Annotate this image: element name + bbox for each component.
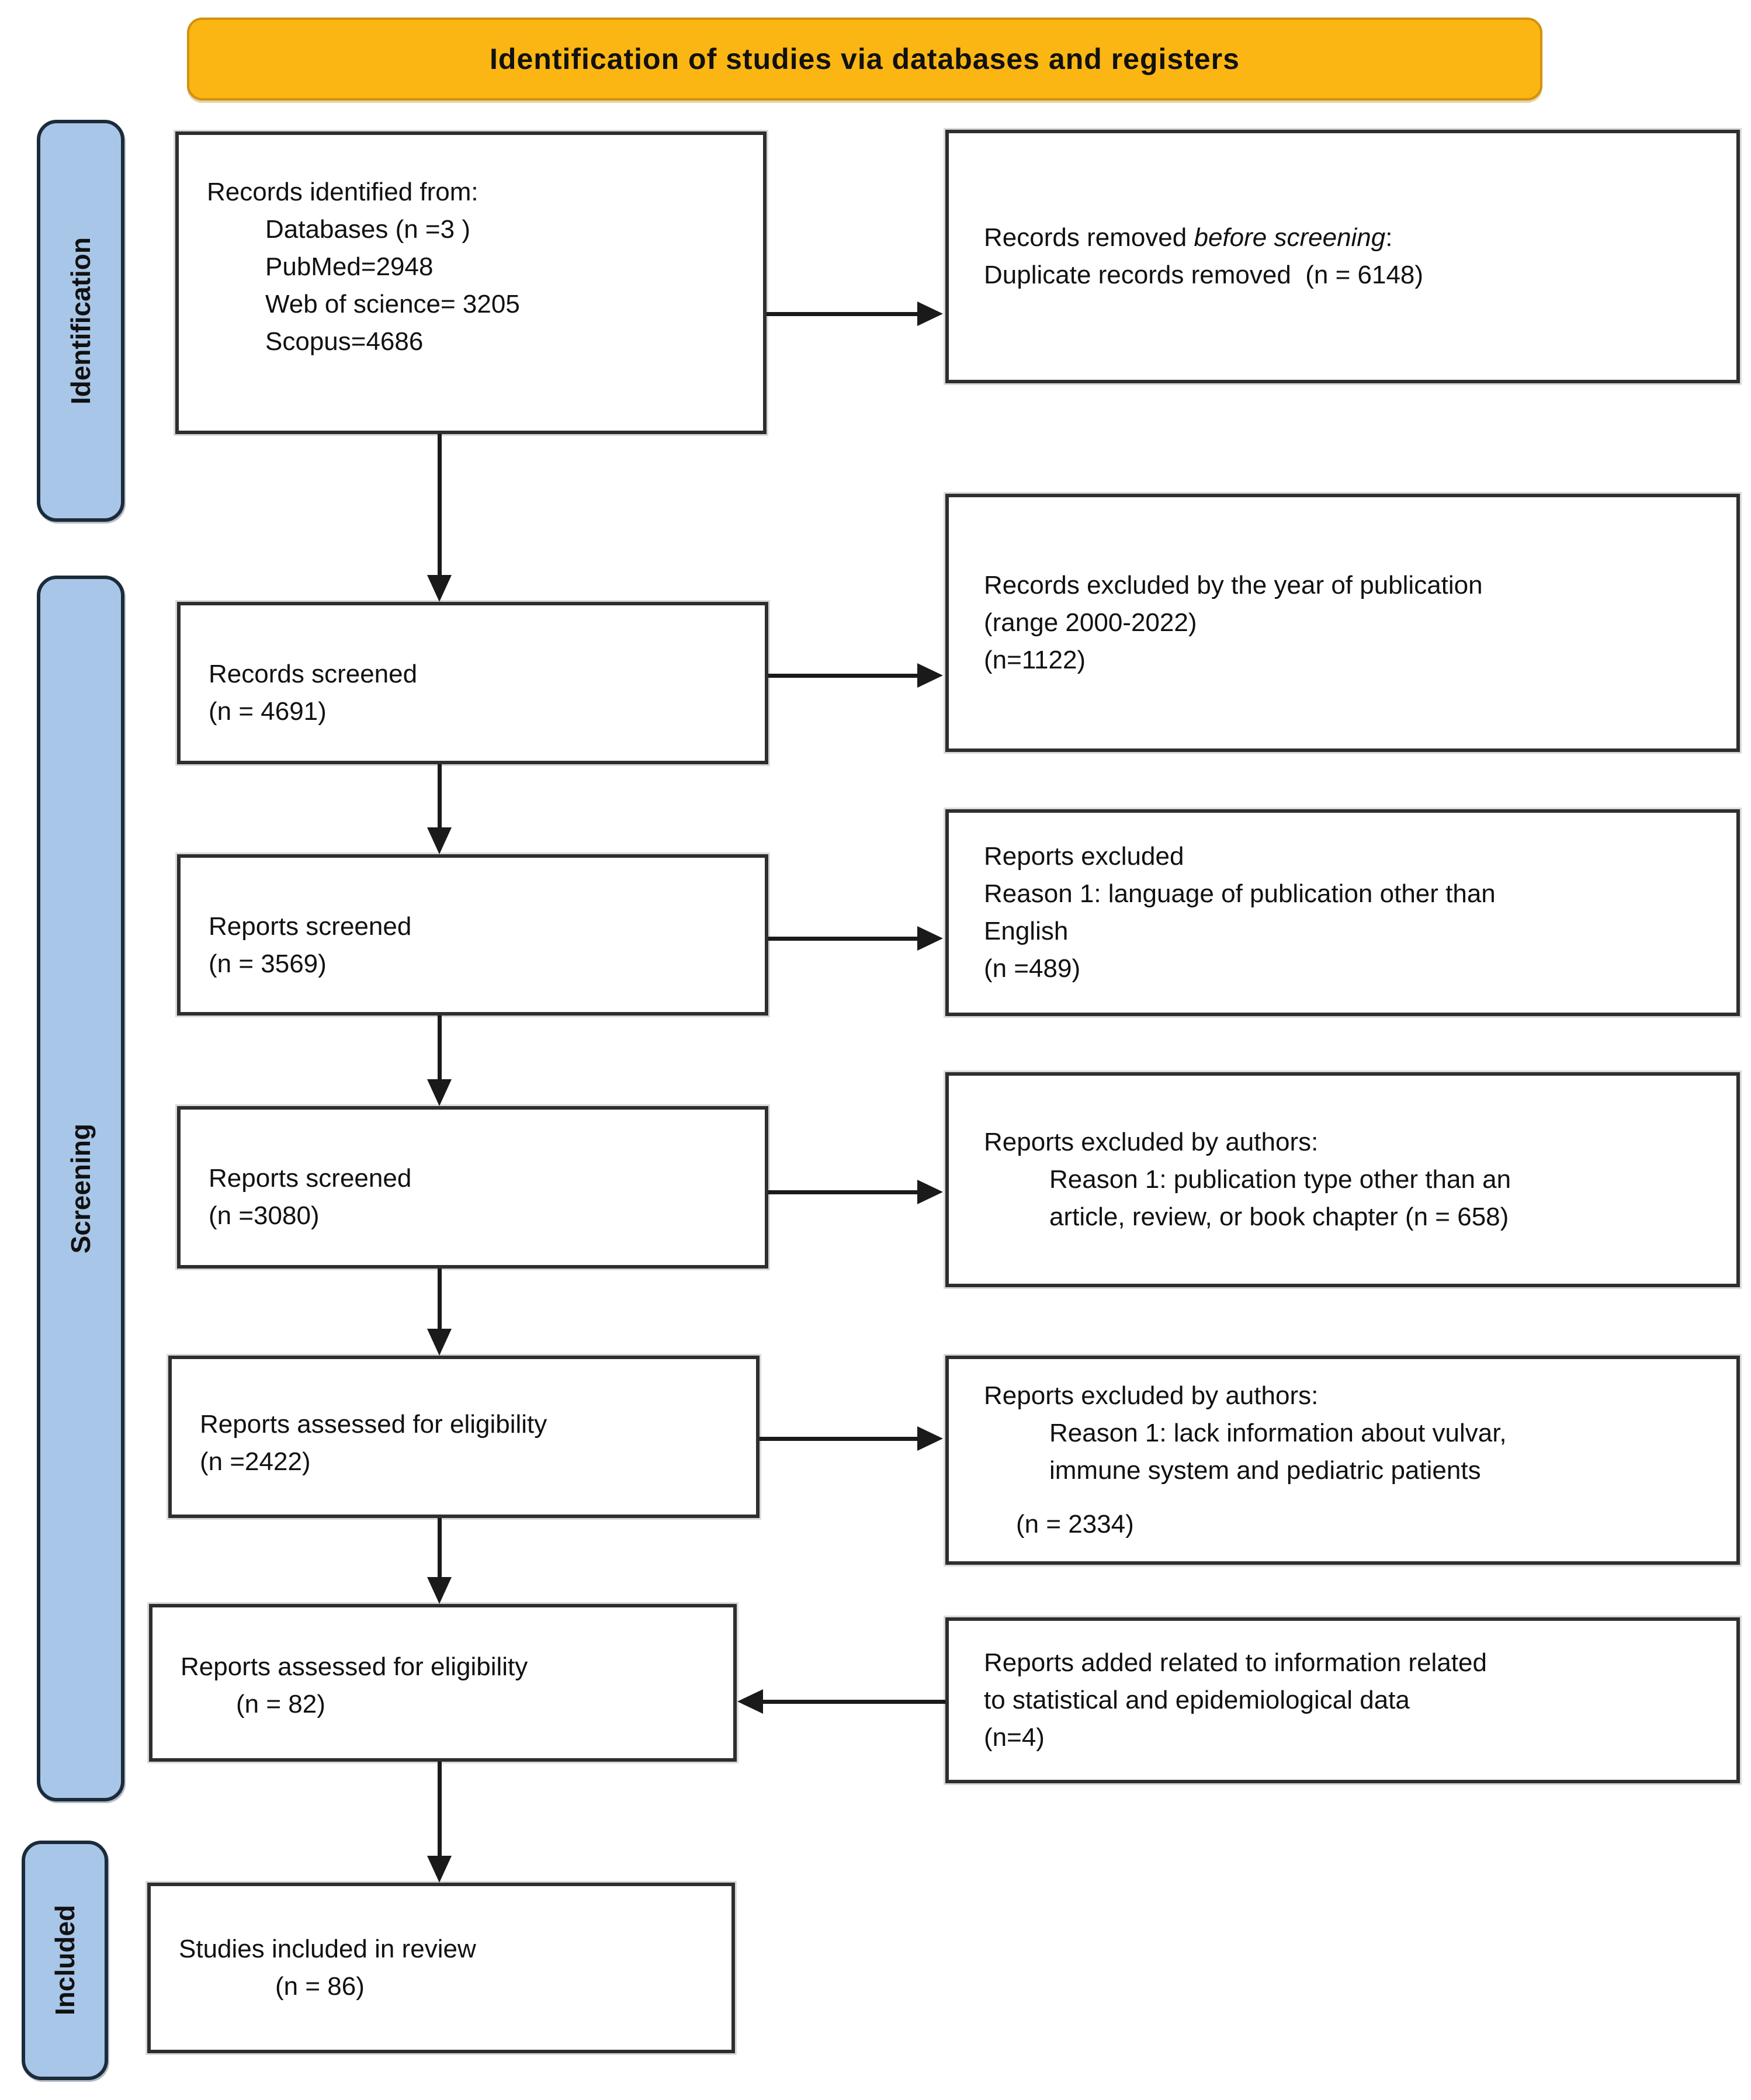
records-removed-title: Records removed before screening: [984, 219, 1715, 257]
records-removed-title-italic: before screening [1194, 223, 1386, 252]
box-reports-excluded-by-authors-type: Reports excluded by authors: Reason 1: p… [945, 1072, 1740, 1287]
box-reports-added: Reports added related to information rel… [945, 1617, 1740, 1783]
arrow-reports2-to-assessed1 [427, 1269, 452, 1356]
arrow-identified-to-removed [767, 302, 943, 326]
reports-added-count: (n=4) [984, 1723, 1045, 1752]
stage-label-identification-text: Identification [65, 237, 96, 405]
arrow-assessed-to-excluded-authors-info [760, 1426, 943, 1451]
box-records-identified-items: Databases (n =3 ) PubMed=2948 Web of sci… [207, 211, 746, 361]
excluded-authors-type-reason-cont: article, review, or book chapter (n = 65… [1049, 1203, 1509, 1231]
box-studies-included: Studies included in review (n = 86) [147, 1883, 735, 2053]
reports-added-line1: Reports added related to information rel… [984, 1648, 1487, 1677]
box-reports-screened-1: Reports screened (n = 3569) [177, 854, 768, 1016]
banner-title: Identification of studies via databases … [187, 18, 1542, 101]
box-reports-assessed-2-count: (n = 82) [236, 1690, 325, 1718]
excluded-authors-info-count: (n = 2334) [1016, 1510, 1134, 1538]
box-reports-assessed-1-count: (n =2422) [200, 1447, 311, 1476]
box-reports-excluded-by-authors-info: Reports excluded by authors: Reason 1: l… [945, 1356, 1740, 1565]
box-reports-assessed-1: Reports assessed for eligibility (n =242… [168, 1356, 760, 1518]
records-source-web-of-science: Web of science= 3205 [265, 290, 520, 318]
box-records-excluded-by-year: Records excluded by the year of publicat… [945, 494, 1740, 752]
box-records-removed-before-screening: Records removed before screening: Duplic… [945, 130, 1740, 383]
reports-added-line2: to statistical and epidemiological data [984, 1686, 1410, 1714]
arrow-assessed1-to-assessed2 [427, 1518, 452, 1604]
duplicate-records-removed-count: Duplicate records removed (n = 6148) [984, 261, 1424, 289]
records-source-scopus: Scopus=4686 [265, 327, 424, 356]
excluded-authors-info-reason-cont: immune system and pediatric patients [1049, 1456, 1481, 1485]
excluded-by-year-line1: Records excluded by the year of publicat… [984, 571, 1483, 599]
excluded-language-reason-cont: English [984, 917, 1069, 945]
arrow-screened-to-excluded-year [768, 663, 943, 688]
box-records-identified: Records identified from: Databases (n =3… [175, 131, 767, 434]
excluded-authors-type-reason: Reason 1: publication type other than an [1049, 1165, 1511, 1194]
records-removed-title-post: : [1385, 223, 1393, 252]
box-records-screened-label: Records screened [209, 660, 418, 688]
excluded-by-year-count: (n=1122) [984, 646, 1086, 674]
box-records-screened-count: (n = 4691) [209, 697, 327, 726]
box-reports-excluded-language: Reports excluded Reason 1: language of p… [945, 809, 1740, 1016]
box-reports-screened-2-label: Reports screened [209, 1164, 412, 1193]
arrow-reports1-to-excluded-language [768, 926, 943, 951]
banner-title-text: Identification of studies via databases … [490, 43, 1240, 75]
stage-label-screening-text: Screening [65, 1123, 96, 1254]
records-source-pubmed: PubMed=2948 [265, 252, 434, 281]
box-reports-assessed-2-label: Reports assessed for eligibility [181, 1652, 528, 1681]
records-source-databases: Databases (n =3 ) [265, 215, 470, 244]
stage-label-included-text: Included [50, 1905, 80, 2016]
stage-label-screening: Screening [37, 576, 124, 1801]
stage-label-identification: Identification [37, 120, 124, 522]
arrow-reports-added-to-assessed [737, 1689, 945, 1714]
arrow-identified-to-screened [427, 434, 452, 602]
box-reports-screened-1-count: (n = 3569) [209, 949, 327, 978]
box-studies-included-count: (n = 86) [275, 1972, 365, 2001]
box-records-screened: Records screened (n = 4691) [177, 602, 768, 764]
box-reports-screened-2: Reports screened (n =3080) [177, 1106, 768, 1269]
box-reports-screened-2-count: (n =3080) [209, 1201, 320, 1230]
excluded-authors-info-reason: Reason 1: lack information about vulvar, [1049, 1419, 1507, 1447]
arrow-reports1-to-reports2 [427, 1016, 452, 1106]
excluded-language-title: Reports excluded [984, 842, 1184, 871]
arrow-screened-to-reports1 [427, 764, 452, 854]
excluded-authors-type-title: Reports excluded by authors: [984, 1128, 1319, 1156]
arrow-assessed2-to-included [427, 1762, 452, 1883]
box-reports-screened-1-label: Reports screened [209, 912, 412, 941]
excluded-by-year-range: (range 2000-2022) [984, 608, 1197, 637]
box-reports-assessed-2: Reports assessed for eligibility (n = 82… [149, 1604, 737, 1762]
excluded-language-reason: Reason 1: language of publication other … [984, 879, 1496, 908]
arrow-reports2-to-excluded-authors-type [768, 1180, 943, 1204]
stage-label-included: Included [22, 1841, 108, 2080]
box-records-identified-title: Records identified from: [207, 178, 479, 206]
excluded-language-count: (n =489) [984, 954, 1081, 983]
box-reports-assessed-1-label: Reports assessed for eligibility [200, 1410, 547, 1439]
records-removed-title-pre: Records removed [984, 223, 1194, 252]
box-studies-included-label: Studies included in review [179, 1935, 476, 1963]
excluded-authors-info-title: Reports excluded by authors: [984, 1381, 1319, 1410]
